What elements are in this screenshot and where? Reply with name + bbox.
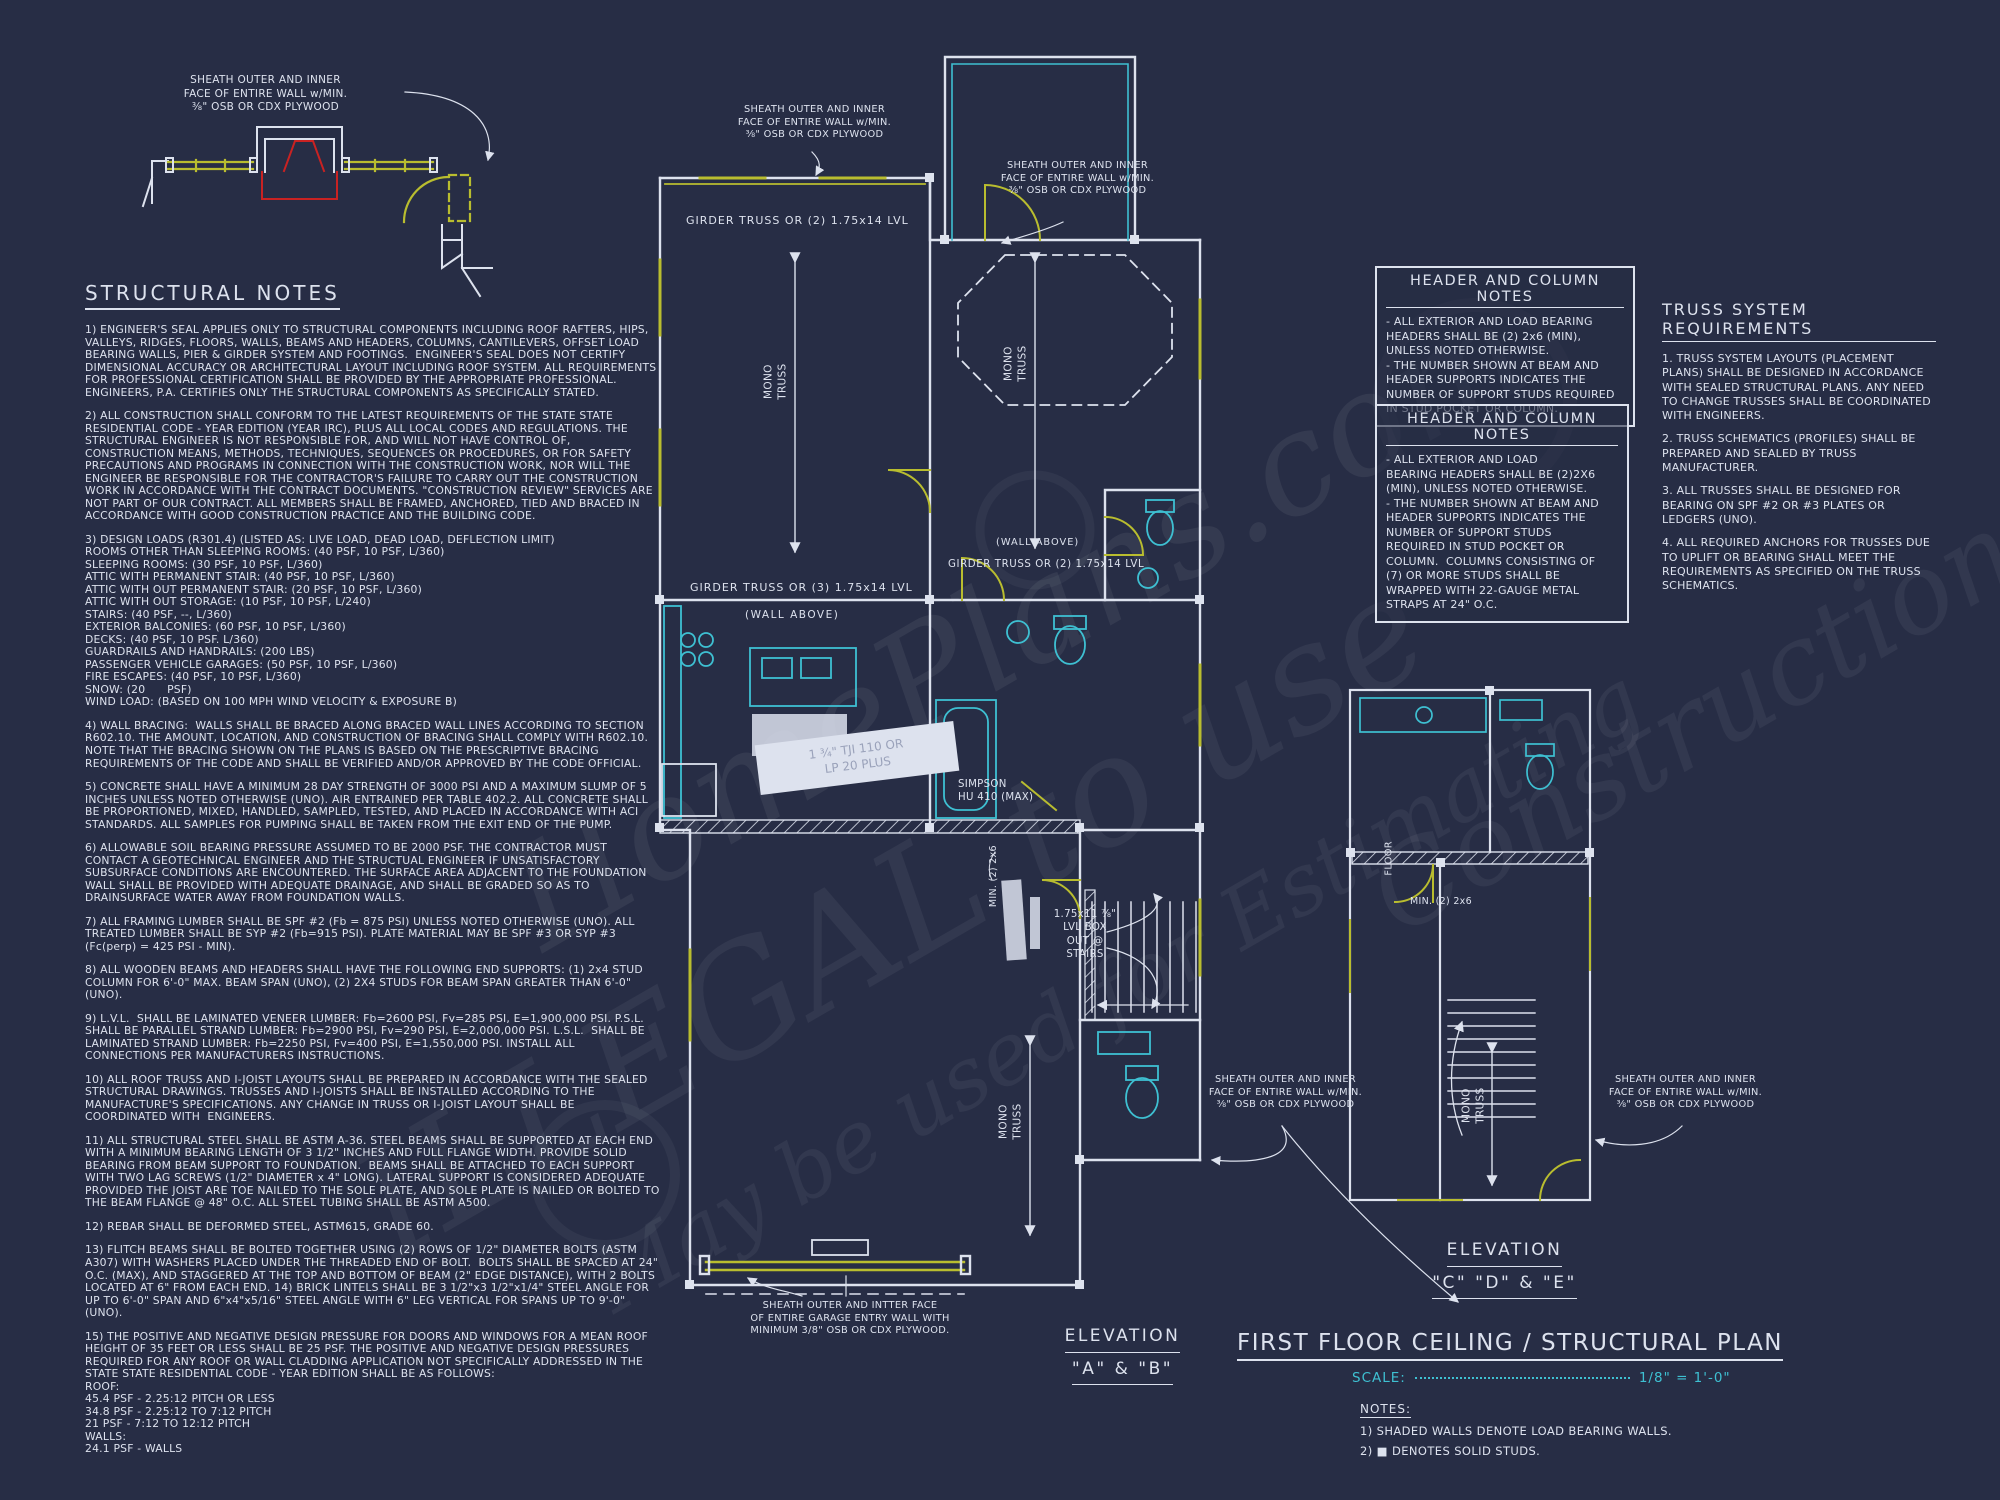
scale-label: SCALE: (1352, 1370, 1406, 1386)
structural-note-item: 6) ALLOWABLE SOIL BEARING PRESSURE ASSUM… (85, 841, 651, 905)
sheath-note-bottom-right: SHEATH OUTER AND INNER FACE OF ENTIRE WA… (1608, 1074, 1763, 1111)
plan-note-item: 1) SHADED WALLS DENOTE LOAD BEARING WALL… (1360, 1424, 1672, 1438)
min-2x6-label-left: MIN. (2) 2x6 (987, 845, 999, 908)
scale-line: SCALE: 1/8" = 1'-0" (1352, 1370, 1731, 1386)
lvl-box-out-label: 1.75x11 ⅞" LVL BOX OUT @ STAIRS (1053, 909, 1117, 960)
structural-note-item: 2) ALL CONSTRUCTION SHALL CONFORM TO THE… (85, 409, 657, 523)
structural-note-item: 12) REBAR SHALL BE DEFORMED STEEL, ASTM6… (85, 1219, 434, 1233)
main-floor-plan (655, 55, 1204, 1295)
sheath-note-top-center: SHEATH OUTER AND INNER FACE OF ENTIRE WA… (737, 104, 892, 141)
right-floor-plan (1346, 686, 1594, 1202)
truss-requirements-section: TRUSS SYSTEM REQUIREMENTS 1. TRUSS SYSTE… (1662, 300, 1936, 602)
min-2x6-label-right: MIN. (2) 2x6 (1410, 896, 1472, 907)
mono-truss-label-2: MONO TRUSS (1002, 345, 1028, 382)
floor-label: FLOOR (1383, 841, 1395, 876)
elevation-cde-line2: "C" "D" & "E" (1432, 1271, 1577, 1299)
truss-requirement-item: 4. ALL REQUIRED ANCHORS FOR TRUSSES DUE … (1662, 536, 1931, 593)
plan-notes-list: 1) SHADED WALLS DENOTE LOAD BEARING WALL… (1360, 1424, 1672, 1458)
mono-truss-label-4: MONO TRUSS (1460, 1087, 1486, 1124)
truss-requirements-list: 1. TRUSS SYSTEM LAYOUTS (PLACEMENT PLANS… (1662, 352, 1936, 593)
structural-note-item: 1) ENGINEER'S SEAL APPLIES ONLY TO STRUC… (85, 323, 660, 399)
simpson-hanger-label: SIMPSON HU 410 (MAX) (958, 779, 1034, 804)
header-column-notes-2-title: HEADER AND COLUMN NOTES (1386, 411, 1618, 446)
elevation-ab-line2: "A" & "B" (1071, 1357, 1174, 1385)
girder-label-top: GIRDER TRUSS OR (2) 1.75x14 LVL (686, 214, 909, 227)
structural-notes-section: STRUCTURAL NOTES 1) ENGINEER'S SEAL APPL… (85, 281, 660, 1467)
girder-label-mid-right: GIRDER TRUSS OR (2) 1.75x14 LVL (948, 559, 1145, 570)
truss-requirement-item: 1. TRUSS SYSTEM LAYOUTS (PLACEMENT PLANS… (1662, 352, 1931, 423)
sheath-note-top-right: SHEATH OUTER AND INNER FACE OF ENTIRE WA… (1000, 160, 1155, 197)
structural-note-item: 7) ALL FRAMING LUMBER SHALL BE SPF #2 (F… (85, 914, 639, 953)
structural-notes-title: STRUCTURAL NOTES (85, 281, 340, 310)
structural-note-item: 13) FLITCH BEAMS SHALL BE BOLTED TOGETHE… (85, 1243, 662, 1320)
structural-note-item: 5) CONCRETE SHALL HAVE A MINIMUM 28 DAY … (85, 780, 652, 831)
scale-value: 1/8" = 1'-0" (1638, 1370, 1731, 1386)
plan-notes-heading: NOTES: (1360, 1402, 1411, 1418)
girder-label-mid-left: GIRDER TRUSS OR (3) 1.75x14 LVL (690, 581, 913, 594)
sheet-title: FIRST FLOOR CEILING / STRUCTURAL PLAN (1237, 1330, 1784, 1361)
elevation-cde-title: ELEVATION "C" "D" & "E" (1412, 1238, 1597, 1303)
leader-lines (748, 151, 1683, 1303)
structural-notes-list: 1) ENGINEER'S SEAL APPLIES ONLY TO STRUC… (85, 323, 664, 1456)
mono-truss-label-3: MONO TRUSS (997, 1103, 1023, 1140)
elevation-ab-line1: ELEVATION (1064, 1324, 1181, 1353)
structural-note-item: 11) ALL STRUCTURAL STEEL SHALL BE ASTM A… (85, 1133, 664, 1210)
structural-note-item: 10) ALL ROOF TRUSS AND I-JOIST LAYOUTS S… (85, 1072, 652, 1124)
header-column-notes-2-body: - ALL EXTERIOR AND LOAD BEARING HEADERS … (1386, 453, 1599, 612)
structural-note-item: 8) ALL WOODEN BEAMS AND HEADERS SHALL HA… (85, 963, 647, 1002)
elevation-ab-title: ELEVATION "A" & "B" (1040, 1324, 1205, 1389)
plan-note-item: 2) ■ DENOTES SOLID STUDS. (1360, 1444, 1541, 1458)
truss-requirements-title: TRUSS SYSTEM REQUIREMENTS (1662, 300, 1936, 342)
truss-requirement-item: 2. TRUSS SCHEMATICS (PROFILES) SHALL BE … (1662, 432, 1916, 475)
plan-notes-section: NOTES: 1) SHADED WALLS DENOTE LOAD BEARI… (1360, 1398, 1672, 1464)
scale-leader-dots (1414, 1377, 1630, 1379)
header-column-notes-1-title: HEADER AND COLUMN NOTES (1386, 273, 1624, 308)
structural-note-item: 3) DESIGN LOADS (R301.4) (LISTED AS: LIV… (85, 532, 555, 709)
wall-sheathing-detail (141, 91, 495, 298)
sheath-note-bottom-left: SHEATH OUTER AND INNER FACE OF ENTIRE WA… (1208, 1074, 1363, 1111)
sheath-note-detail: SHEATH OUTER AND INNER FACE OF ENTIRE WA… (183, 74, 348, 114)
header-column-notes-1-body: - ALL EXTERIOR AND LOAD BEARING HEADERS … (1386, 315, 1615, 415)
wall-above-label-1: (WALL ABOVE) (745, 609, 840, 621)
structural-note-item: 9) L.V.L. SHALL BE LAMINATED VENEER LUMB… (85, 1011, 649, 1063)
truss-requirement-item: 3. ALL TRUSSES SHALL BE DESIGNED FOR BEA… (1662, 484, 1901, 526)
header-column-notes-box-2: HEADER AND COLUMN NOTES - ALL EXTERIOR A… (1375, 404, 1629, 623)
sheath-note-garage: SHEATH OUTER AND INTTER FACE OF ENTIRE G… (750, 1300, 950, 1337)
mono-truss-label-1: MONO TRUSS (762, 363, 788, 400)
structural-note-item: 15) THE POSITIVE AND NEGATIVE DESIGN PRE… (85, 1329, 648, 1456)
wall-above-label-2: (WALL ABOVE) (996, 537, 1080, 548)
elevation-cde-line1: ELEVATION (1446, 1238, 1563, 1267)
header-column-notes-box-1: HEADER AND COLUMN NOTES - ALL EXTERIOR A… (1375, 266, 1635, 427)
structural-note-item: 4) WALL BRACING: WALLS SHALL BE BRACED A… (85, 718, 652, 770)
